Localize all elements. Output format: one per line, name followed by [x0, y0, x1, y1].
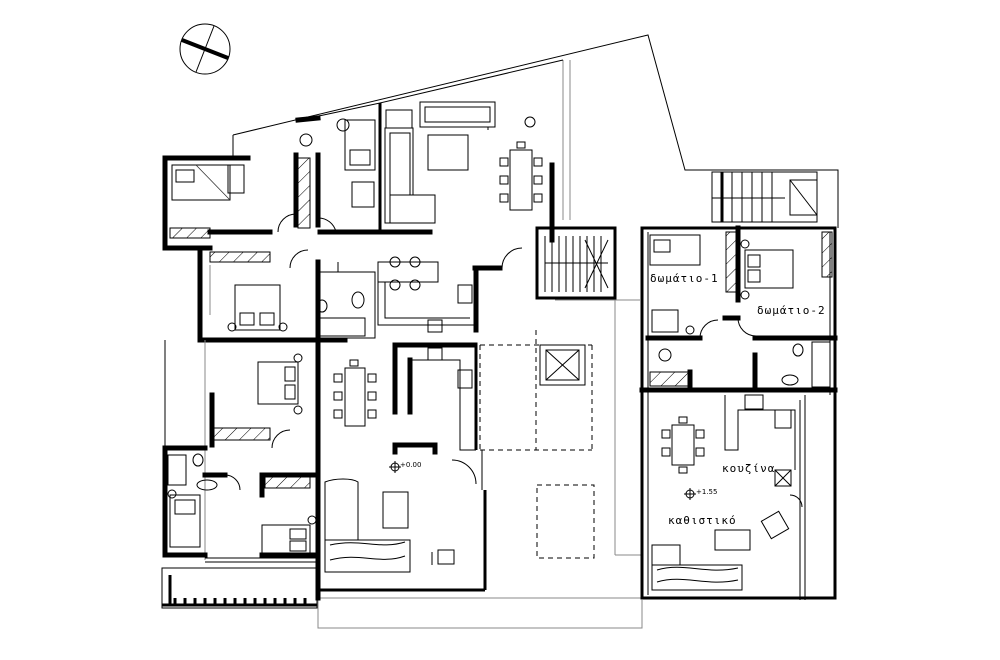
- coffee-table: [714, 529, 751, 551]
- bathroom: [316, 271, 376, 339]
- door: [699, 319, 719, 339]
- coffee-table: [382, 491, 409, 529]
- side-table: [385, 109, 413, 129]
- dining-table: [661, 416, 705, 474]
- stairs: [711, 171, 818, 223]
- room2-label: δωμάτιο-2: [757, 304, 826, 317]
- upper-block-walls: [162, 59, 564, 343]
- door: [737, 317, 757, 337]
- kitchen-label: κουζίνα: [722, 462, 775, 475]
- door: [271, 429, 291, 449]
- sofa: [651, 544, 743, 591]
- wardrobe: [169, 227, 211, 239]
- door: [451, 459, 477, 485]
- desk: [351, 181, 375, 208]
- level-ground-label: +0.00: [400, 461, 421, 469]
- lower-block-walls: [162, 445, 487, 601]
- kitchen-counter: [392, 342, 478, 451]
- door: [289, 249, 309, 269]
- bed: [649, 234, 701, 335]
- dining-table: [333, 359, 377, 427]
- level-marker: +0.00: [389, 461, 421, 473]
- stairs: [535, 226, 617, 300]
- kitchen-counter: [377, 265, 475, 333]
- armchair: [437, 549, 455, 565]
- living-label: καθιστικό: [668, 514, 737, 527]
- wardrobe: [725, 231, 737, 293]
- site-boundary: [232, 34, 839, 629]
- coffee-table: [427, 134, 469, 171]
- balcony-railing: [161, 567, 318, 609]
- door: [789, 494, 803, 508]
- sofa: [384, 101, 496, 224]
- north-arrow-icon: [179, 23, 231, 75]
- kitchen-counter: [724, 394, 796, 470]
- wardrobe: [821, 231, 833, 278]
- sofa: [324, 478, 411, 573]
- desk: [227, 164, 245, 194]
- wardrobe: [649, 371, 691, 387]
- wardrobe: [297, 157, 311, 229]
- bed: [171, 164, 231, 201]
- door: [224, 474, 241, 491]
- door: [501, 247, 523, 269]
- bed: [336, 118, 376, 171]
- bathroom: [167, 453, 218, 491]
- bed: [167, 489, 201, 548]
- bed: [740, 239, 794, 300]
- armchair: [760, 510, 790, 540]
- elevator: [539, 344, 586, 386]
- level-marker: +1.55: [684, 488, 717, 500]
- bed: [227, 284, 288, 332]
- wardrobe: [209, 427, 271, 441]
- bed: [257, 353, 303, 415]
- door: [277, 213, 297, 233]
- room1-label: δωμάτιο-1: [650, 272, 719, 285]
- dining-table: [377, 256, 439, 291]
- level-upper-label: +1.55: [696, 488, 717, 496]
- wardrobe: [264, 475, 311, 489]
- dining-table: [499, 141, 543, 211]
- overhead-outline: [479, 330, 595, 559]
- wardrobe: [209, 251, 271, 263]
- lamp-icon: [299, 133, 313, 147]
- door: [317, 217, 337, 233]
- bed: [261, 515, 317, 554]
- bathroom: [658, 341, 831, 388]
